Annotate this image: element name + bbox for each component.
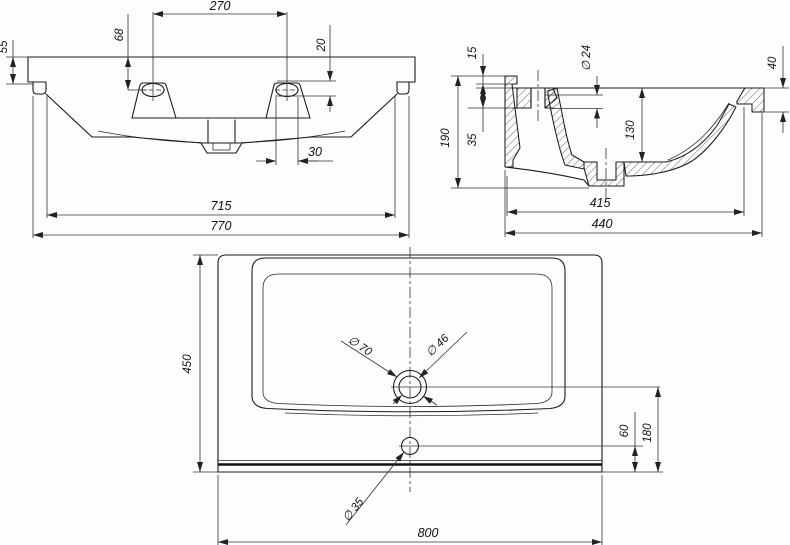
bowl-inner-contour xyxy=(262,273,553,407)
dim-label-450: 450 xyxy=(182,354,194,374)
front-dimensions: 270 68 20 55 30 715 770 xyxy=(0,0,410,238)
dim-label-55: 55 xyxy=(0,40,10,53)
side-section-view: 190 15 35 ∅ 24 130 40 415 440 xyxy=(440,45,789,237)
front-view: 270 68 20 55 30 715 770 xyxy=(0,0,416,238)
dim-label-dia46: ∅ 46 xyxy=(424,332,451,359)
dim-label-15: 15 xyxy=(467,46,479,59)
dim-label-68: 68 xyxy=(114,28,126,41)
drain-sump-section xyxy=(583,161,625,187)
plan-view: ∅ 70 ∅ 46 ∅ 35 450 60 180 800 xyxy=(182,247,663,545)
overflow-wall-section xyxy=(547,87,585,170)
dim-label-190: 190 xyxy=(440,128,452,148)
dim-label-415: 415 xyxy=(590,196,611,210)
side-dimensions: 190 15 35 ∅ 24 130 40 415 440 xyxy=(440,45,789,237)
plan-dimensions: ∅ 70 ∅ 46 ∅ 35 450 60 180 800 xyxy=(182,254,663,545)
deck-outline xyxy=(217,254,603,473)
dim-label-dia70: ∅ 70 xyxy=(345,334,374,359)
dim-label-35: 35 xyxy=(467,133,479,146)
dim-label-440: 440 xyxy=(592,217,613,231)
front-rim-section xyxy=(736,87,765,113)
front-wall-section xyxy=(623,103,737,177)
dim-label-dia24: ∅ 24 xyxy=(581,45,593,71)
dim-label-800: 800 xyxy=(418,526,439,540)
mounting-lug-right xyxy=(396,81,410,95)
dim-label-180: 180 xyxy=(642,423,654,443)
dim-label-30: 30 xyxy=(308,145,322,159)
drain-box xyxy=(200,119,243,144)
dim-label-dia35: ∅ 35 xyxy=(341,496,367,524)
front-outline xyxy=(27,56,416,154)
dim-label-770: 770 xyxy=(211,219,232,233)
dim-label-130: 130 xyxy=(625,120,637,140)
dim-label-40: 40 xyxy=(767,56,779,69)
mounting-lug-left xyxy=(32,81,47,95)
plan-outline xyxy=(217,247,660,492)
dim-label-20: 20 xyxy=(316,38,328,52)
dim-label-270: 270 xyxy=(209,0,231,13)
dim-label-715: 715 xyxy=(211,199,232,213)
bowl-opening xyxy=(251,257,566,413)
dim-label-60: 60 xyxy=(619,424,631,437)
